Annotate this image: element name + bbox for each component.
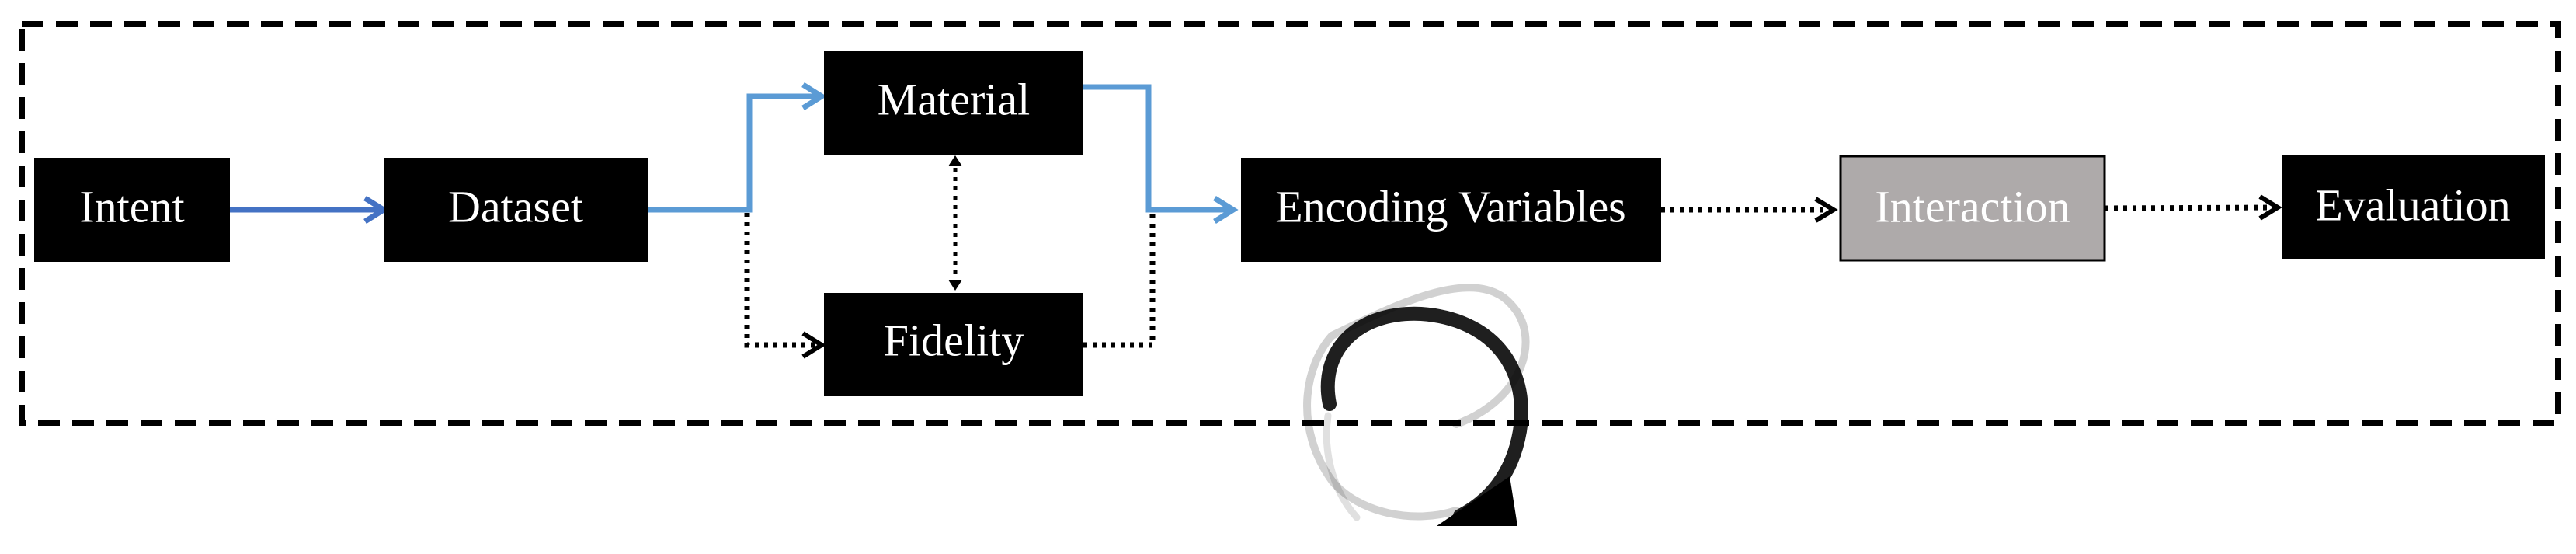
arrow-dataset-to-fidelity — [744, 213, 822, 348]
node-fidelity-label: Fidelity — [884, 315, 1024, 365]
arrow-encoding-to-interaction-head — [1814, 197, 1838, 223]
arrow-dataset-to-fidelity-head — [801, 331, 826, 359]
node-material: Material — [824, 51, 1083, 155]
node-fidelity: Fidelity — [824, 293, 1083, 396]
node-interaction-label: Interaction — [1875, 181, 2070, 232]
node-material-label: Material — [878, 74, 1030, 124]
arrow-interaction-to-evaluation — [2104, 204, 2278, 211]
connector-material-to-encoding — [1083, 84, 1233, 213]
process-frame — [19, 21, 2561, 426]
node-dataset: Dataset — [384, 158, 648, 262]
arrow-interaction-to-evaluation-head — [2258, 194, 2282, 221]
iteration-cycle-icon — [1303, 284, 1530, 526]
bidirectional-arrowhead-top — [948, 155, 962, 166]
node-encoding-variables: Encoding Variables — [1241, 158, 1661, 262]
bidirectional-arrowhead-bottom — [948, 280, 962, 291]
node-interaction: Interaction — [1839, 155, 2106, 262]
arrow-dataset-to-material — [648, 93, 822, 213]
node-dataset-label: Dataset — [448, 181, 583, 232]
arrow-dataset-to-material-head — [801, 82, 827, 110]
node-intent-label: Intent — [79, 181, 184, 232]
node-intent: Intent — [34, 158, 230, 262]
node-encoding-variables-label: Encoding Variables — [1275, 181, 1626, 232]
node-evaluation: Evaluation — [2282, 155, 2545, 259]
node-evaluation-label: Evaluation — [2315, 179, 2510, 230]
connector-fidelity-to-encoding — [1083, 213, 1156, 348]
arrow-material-to-encoding-head — [1213, 196, 1239, 224]
